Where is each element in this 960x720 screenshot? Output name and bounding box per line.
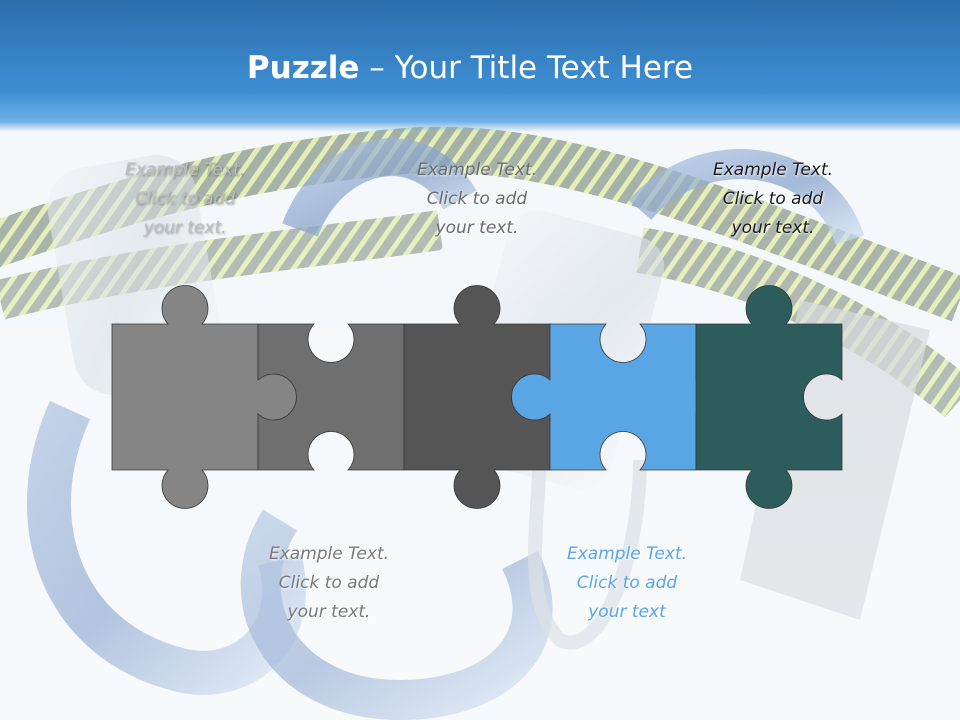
- title-bar: [0, 0, 960, 132]
- puzzle-piece-2[interactable]: [257, 323, 405, 471]
- caption-5[interactable]: Example Text. Click to add your text: [542, 540, 712, 627]
- caption-1-line-2: Click to add: [134, 189, 236, 209]
- caption-1-line-3: your text.: [143, 218, 227, 238]
- caption-4[interactable]: Example Text. Click to add your text.: [244, 540, 414, 627]
- caption-4-line-1: Example Text.: [268, 544, 390, 564]
- caption-2-line-3: your text.: [435, 218, 519, 238]
- caption-5-line-2: Click to add: [576, 573, 678, 593]
- caption-4-line-3: your text.: [287, 602, 371, 622]
- caption-1[interactable]: Example Text. Click to add your text.: [100, 156, 270, 243]
- caption-1-line-1: Example Text.: [124, 160, 246, 180]
- puzzle-piece-1[interactable]: [111, 285, 297, 509]
- caption-5-line-1: Example Text.: [566, 544, 688, 564]
- caption-3-line-2: Click to add: [722, 189, 824, 209]
- caption-2-line-1: Example Text.: [416, 160, 538, 180]
- caption-2[interactable]: Example Text. Click to add your text.: [392, 156, 562, 243]
- caption-3-line-3: your text.: [731, 218, 815, 238]
- caption-3[interactable]: Example Text. Click to add your text.: [688, 156, 858, 243]
- slide-title[interactable]: Puzzle – Your Title Text Here: [0, 50, 940, 86]
- caption-2-line-2: Click to add: [426, 189, 528, 209]
- caption-4-line-2: Click to add: [278, 573, 380, 593]
- caption-5-line-3: your text: [588, 602, 666, 622]
- puzzle-piece-5[interactable]: [695, 285, 843, 509]
- title-rest: – Your Title Text Here: [359, 50, 694, 86]
- caption-3-line-1: Example Text.: [712, 160, 834, 180]
- title-bold: Puzzle: [246, 50, 360, 86]
